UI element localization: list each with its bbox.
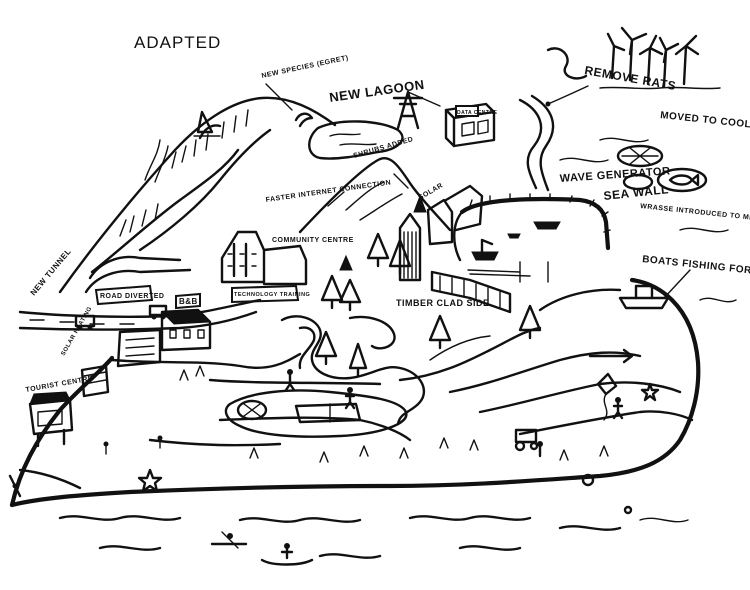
- tractor-icon: [514, 428, 539, 452]
- label-moved-to-cooler-waters: MOVED TO COOLER WATERS: [660, 110, 750, 137]
- label-shrubs-added: SHRUBS ADDED: [353, 136, 415, 160]
- sports-field: [224, 389, 408, 438]
- grass-tufts: [179, 365, 609, 463]
- label-technology-training: TECHNOLOGY TRAINING: [234, 292, 310, 298]
- label-wrasse-introduced: WRASSE INTRODUCED TO MINIMISE SEA-LICE: [640, 203, 750, 229]
- kite-icon: [596, 372, 618, 421]
- label-bnb: B&B: [179, 297, 198, 306]
- coastline: [9, 277, 701, 508]
- label-wave-generator: WAVE GENERATOR: [559, 165, 670, 185]
- label-road-diverted: ROAD DIVERTED: [100, 293, 164, 300]
- starfish: [137, 382, 660, 493]
- harbour-boats: [467, 221, 561, 283]
- map-title: ADAPTED: [134, 33, 221, 52]
- label-data-centre: DATA CENTRE: [457, 110, 498, 116]
- wind-turbines: [599, 26, 721, 90]
- label-new-tunnel: NEW TUNNEL: [29, 247, 73, 297]
- label-solar-heating: SOLAR HEATING: [61, 306, 94, 357]
- sea: [58, 137, 737, 559]
- road-diverted-sign: ROAD DIVERTED: [94, 284, 164, 306]
- kayakers: [8, 474, 314, 566]
- technology-training-sign: TECHNOLOGY TRAINING: [231, 284, 310, 304]
- southern-hills: [110, 288, 694, 447]
- data-centre-building: DATA CENTRE: [444, 102, 498, 148]
- bnb-building: B&B: [160, 292, 212, 352]
- label-new-species: NEW SPECIES (EGRET): [261, 55, 349, 80]
- community-centre: COMMUNITY CENTRE: [220, 230, 354, 286]
- label-timber-clad-side: TIMBER CLAD SIDE: [396, 298, 490, 308]
- label-community-centre: COMMUNITY CENTRE: [272, 237, 354, 244]
- sea-wall: [453, 193, 611, 262]
- fish-farm: [616, 144, 708, 193]
- terraced-houses: [430, 270, 512, 314]
- label-boats-fishing: BOATS FISHING FOR RED MULLET: [642, 254, 750, 284]
- label-faster-internet: FASTER INTERNET CONNECTION: [265, 179, 391, 204]
- label-sea-wall: SEA WALL: [603, 182, 670, 203]
- windsurfer-icon: [193, 110, 221, 137]
- pylon-icon: [392, 90, 441, 130]
- timber-clad-building: TIMBER CLAD SIDE: [396, 184, 490, 308]
- fishing-boat: [618, 269, 691, 310]
